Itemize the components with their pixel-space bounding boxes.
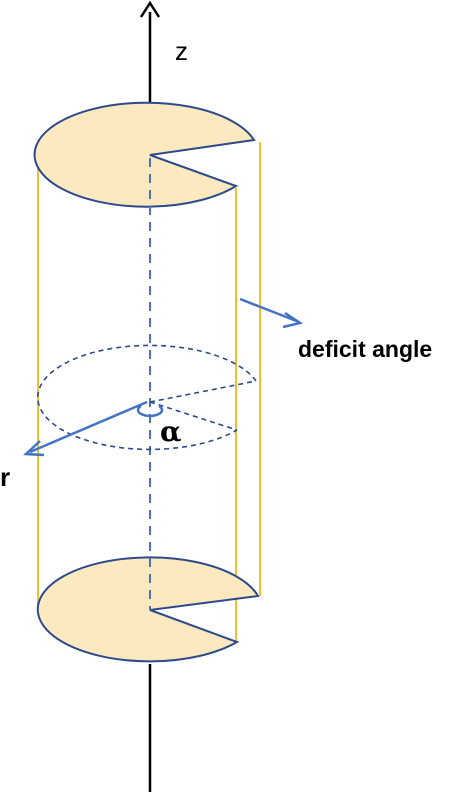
radius-arrowhead xyxy=(22,440,45,457)
z-axis-label: z xyxy=(175,36,188,66)
alpha-angle-arc xyxy=(136,404,164,418)
middle-dashed-circle xyxy=(36,344,257,451)
radius-label: r xyxy=(0,462,10,492)
deficit-arrow-line xyxy=(239,297,300,324)
wedge-edge-lower xyxy=(149,401,238,431)
deficit-arrowhead xyxy=(282,311,304,329)
top-disk xyxy=(33,101,256,208)
radius-arrow-line xyxy=(29,400,148,454)
z-axis-arrowhead xyxy=(139,0,161,18)
deficit-angle-label: deficit angle xyxy=(298,336,432,362)
alpha-label: α xyxy=(160,415,182,448)
wedge-edge-upper xyxy=(149,380,257,403)
bottom-disk xyxy=(36,556,260,663)
